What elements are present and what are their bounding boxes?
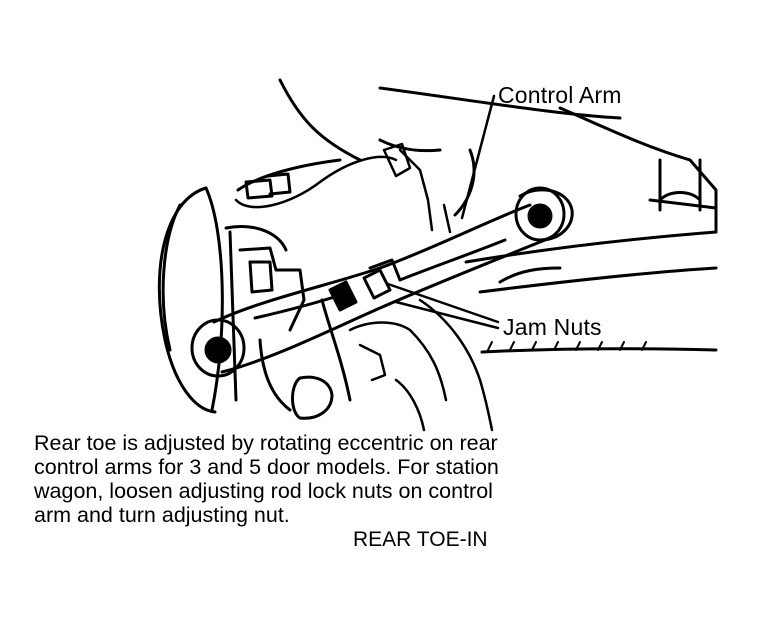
caption-line: control arms for 3 and 5 door models. Fo… <box>34 455 499 479</box>
control-arm <box>190 186 574 378</box>
brake-drum <box>157 186 288 414</box>
leader-lines <box>386 94 500 330</box>
caption-line: arm and turn adjusting nut. <box>34 503 290 527</box>
caption-line: wagon, loosen adjusting rod lock nuts on… <box>34 479 493 503</box>
jam-nuts <box>328 258 402 312</box>
knuckle <box>238 172 352 420</box>
lower-rail <box>464 230 718 354</box>
caption: Rear toe is adjusted by rotating eccentr… <box>34 431 734 527</box>
rail-stitching <box>487 341 647 351</box>
hand <box>348 298 494 432</box>
control-arm-label: Control Arm <box>498 82 622 108</box>
jam-nuts-label: Jam Nuts <box>503 314 602 340</box>
figure-title: REAR TOE-IN <box>353 528 488 551</box>
caption-line: Rear toe is adjusted by rotating eccentr… <box>34 431 498 455</box>
brake-line <box>234 142 452 234</box>
